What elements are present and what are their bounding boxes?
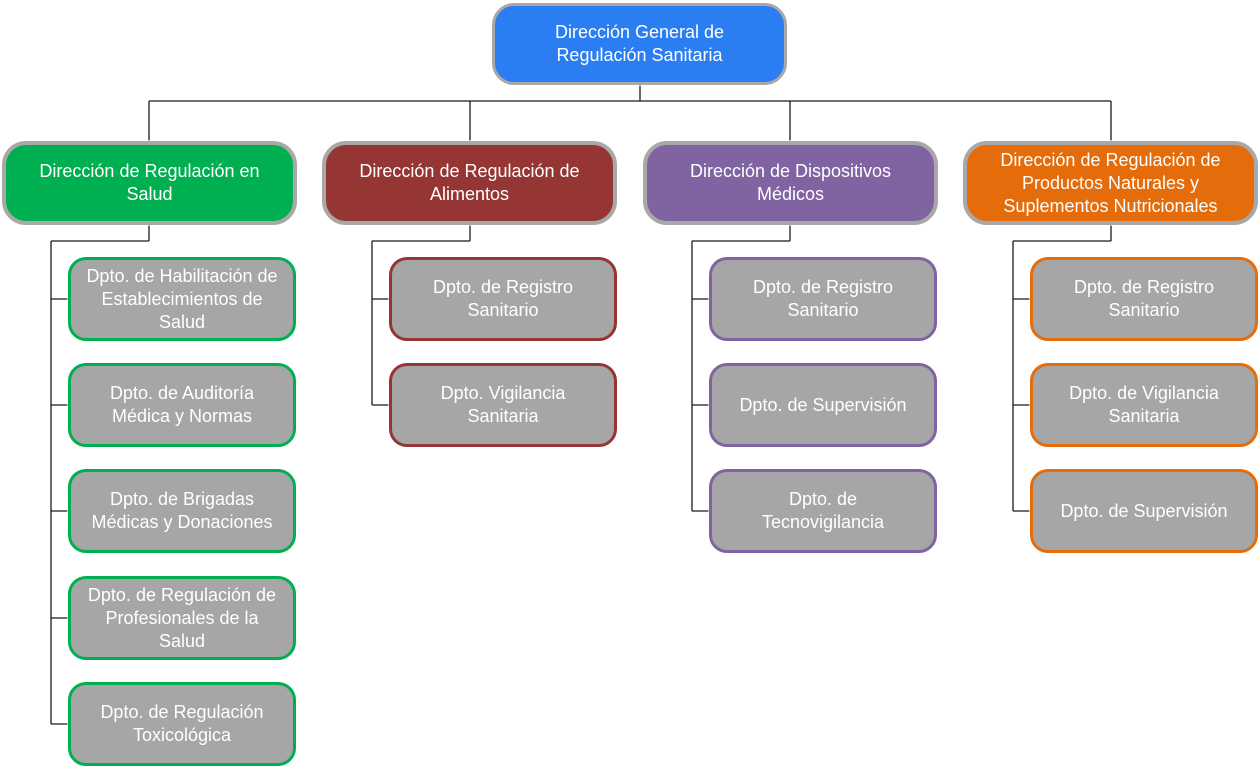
department-node-label: Dpto. de Regulación de Profesionales de … [87,584,277,651]
department-node: Dpto. de Supervisión [1030,469,1258,553]
department-node-label: Dpto. de Habilitación de Establecimiento… [86,265,278,332]
direction-node-regulacion-alimentos: Dirección de Regulación de Alimentos [322,141,617,225]
direction-node-label: Dirección de Dispositivos Médicos [689,161,892,204]
department-node-label: Dpto. de Supervisión [739,394,907,415]
department-node: Dpto. Vigilancia Sanitaria [389,363,617,447]
direction-node-productos-naturales: Dirección de Regulación de Productos Nat… [963,141,1258,225]
department-node: Dpto. de Registro Sanitario [389,257,617,341]
direction-node-dispositivos-medicos: Dirección de Dispositivos Médicos [643,141,938,225]
department-node-label: Dpto. de Registro Sanitario [432,277,574,320]
direction-node-regulacion-salud: Dirección de Regulación en Salud [2,141,297,225]
department-node: Dpto. de Brigadas Médicas y Donaciones [68,469,296,553]
department-node: Dpto. de Registro Sanitario [1030,257,1258,341]
department-node: Dpto. de Supervisión [709,363,937,447]
direction-node-label: Dirección de Regulación de Alimentos [359,161,580,204]
department-node-label: Dpto. de Auditoría Médica y Normas [109,383,255,426]
department-node-label: Dpto. de Vigilancia Sanitaria [1069,383,1219,426]
department-node: Dpto. de Registro Sanitario [709,257,937,341]
department-node: Dpto. de Vigilancia Sanitaria [1030,363,1258,447]
department-node: Dpto. de Auditoría Médica y Normas [68,363,296,447]
department-node-label: Dpto. de Brigadas Médicas y Donaciones [91,489,273,532]
root-node-label: Dirección General de Regulación Sanitari… [554,22,725,65]
root-node-direccion-general: Dirección General de Regulación Sanitari… [492,3,787,85]
department-node: Dpto. de Regulación Toxicológica [68,682,296,766]
department-node-label: Dpto. de Supervisión [1060,500,1228,521]
department-node-label: Dpto. de Tecnovigilancia [761,489,885,532]
department-node-label: Dpto. de Registro Sanitario [752,277,894,320]
department-node-label: Dpto. de Regulación Toxicológica [100,702,264,745]
department-node-label: Dpto. de Registro Sanitario [1073,277,1215,320]
direction-node-label: Dirección de Regulación en Salud [39,161,260,204]
department-node: Dpto. de Tecnovigilancia [709,469,937,553]
department-node: Dpto. de Regulación de Profesionales de … [68,576,296,660]
department-node: Dpto. de Habilitación de Establecimiento… [68,257,296,341]
direction-node-label: Dirección de Regulación de Productos Nat… [1000,149,1221,216]
department-node-label: Dpto. Vigilancia Sanitaria [440,383,566,426]
